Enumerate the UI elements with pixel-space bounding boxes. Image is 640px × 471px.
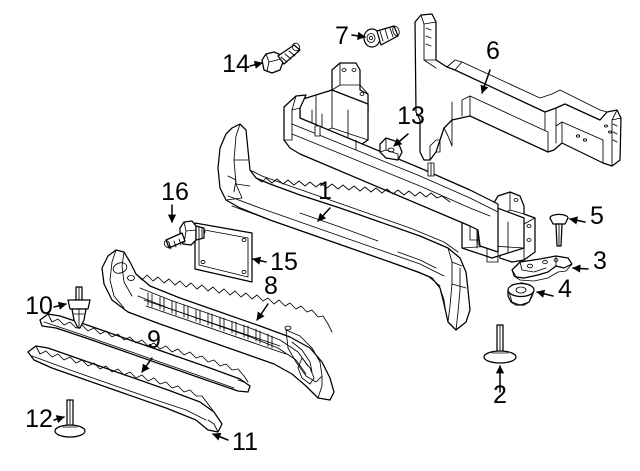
part-lower-trim-strip	[27, 345, 223, 433]
callout-number-9: 9	[147, 326, 161, 354]
leader-lines	[53, 31, 589, 441]
leader-1	[317, 207, 331, 222]
part-push-pin-fastener-upper	[67, 286, 91, 329]
leader-6	[480, 69, 491, 94]
part-upper-reinforcement-beam	[414, 13, 622, 167]
callout-number-7: 7	[335, 22, 349, 50]
leader-8	[256, 303, 269, 321]
leader-13	[393, 133, 409, 147]
part-license-plate-screw	[163, 220, 205, 250]
leader-15	[252, 256, 267, 265]
callout-number-14: 14	[222, 50, 250, 78]
callout-number-6: 6	[486, 37, 500, 65]
leader-11	[212, 432, 229, 441]
callout-number-8: 8	[264, 272, 278, 300]
part-license-plate-bracket	[194, 222, 253, 283]
callout-number-10: 10	[25, 292, 53, 320]
part-push-pin-fastener-lower	[54, 399, 86, 438]
callout-number-1: 1	[318, 177, 332, 205]
callout-number-16: 16	[161, 178, 189, 206]
part-flange-bolt-lower	[483, 324, 517, 364]
part-lower-valance-panel	[101, 249, 335, 401]
leader-12	[53, 415, 65, 424]
leader-4	[536, 289, 554, 298]
callout-number-4: 4	[558, 275, 572, 303]
part-hex-flange-bolt	[261, 42, 301, 74]
callout-labels: 1 2 3 4 5 6 7 8 9 10 11 12 13 14 15 16	[25, 22, 607, 456]
callout-number-11: 11	[232, 428, 258, 456]
leader-9	[141, 357, 153, 373]
part-front-lower-reinforcement	[283, 94, 499, 263]
callout-number-2: 2	[493, 381, 507, 409]
leader-3	[572, 264, 589, 273]
callout-number-5: 5	[590, 202, 604, 230]
callout-number-13: 13	[397, 102, 425, 130]
leader-10	[53, 301, 67, 310]
part-push-nut-grommet	[507, 282, 535, 306]
callout-number-15: 15	[270, 248, 298, 276]
part-side-mounting-bracket	[511, 255, 573, 282]
part-retainer-pin	[549, 213, 569, 247]
leader-7	[351, 31, 366, 40]
part-front-bumper-cover	[217, 123, 471, 331]
leader-5	[569, 216, 586, 225]
callout-number-12: 12	[25, 405, 53, 433]
leader-14	[249, 60, 263, 69]
callout-number-3: 3	[593, 247, 607, 275]
part-washer-head-screw	[363, 25, 400, 48]
